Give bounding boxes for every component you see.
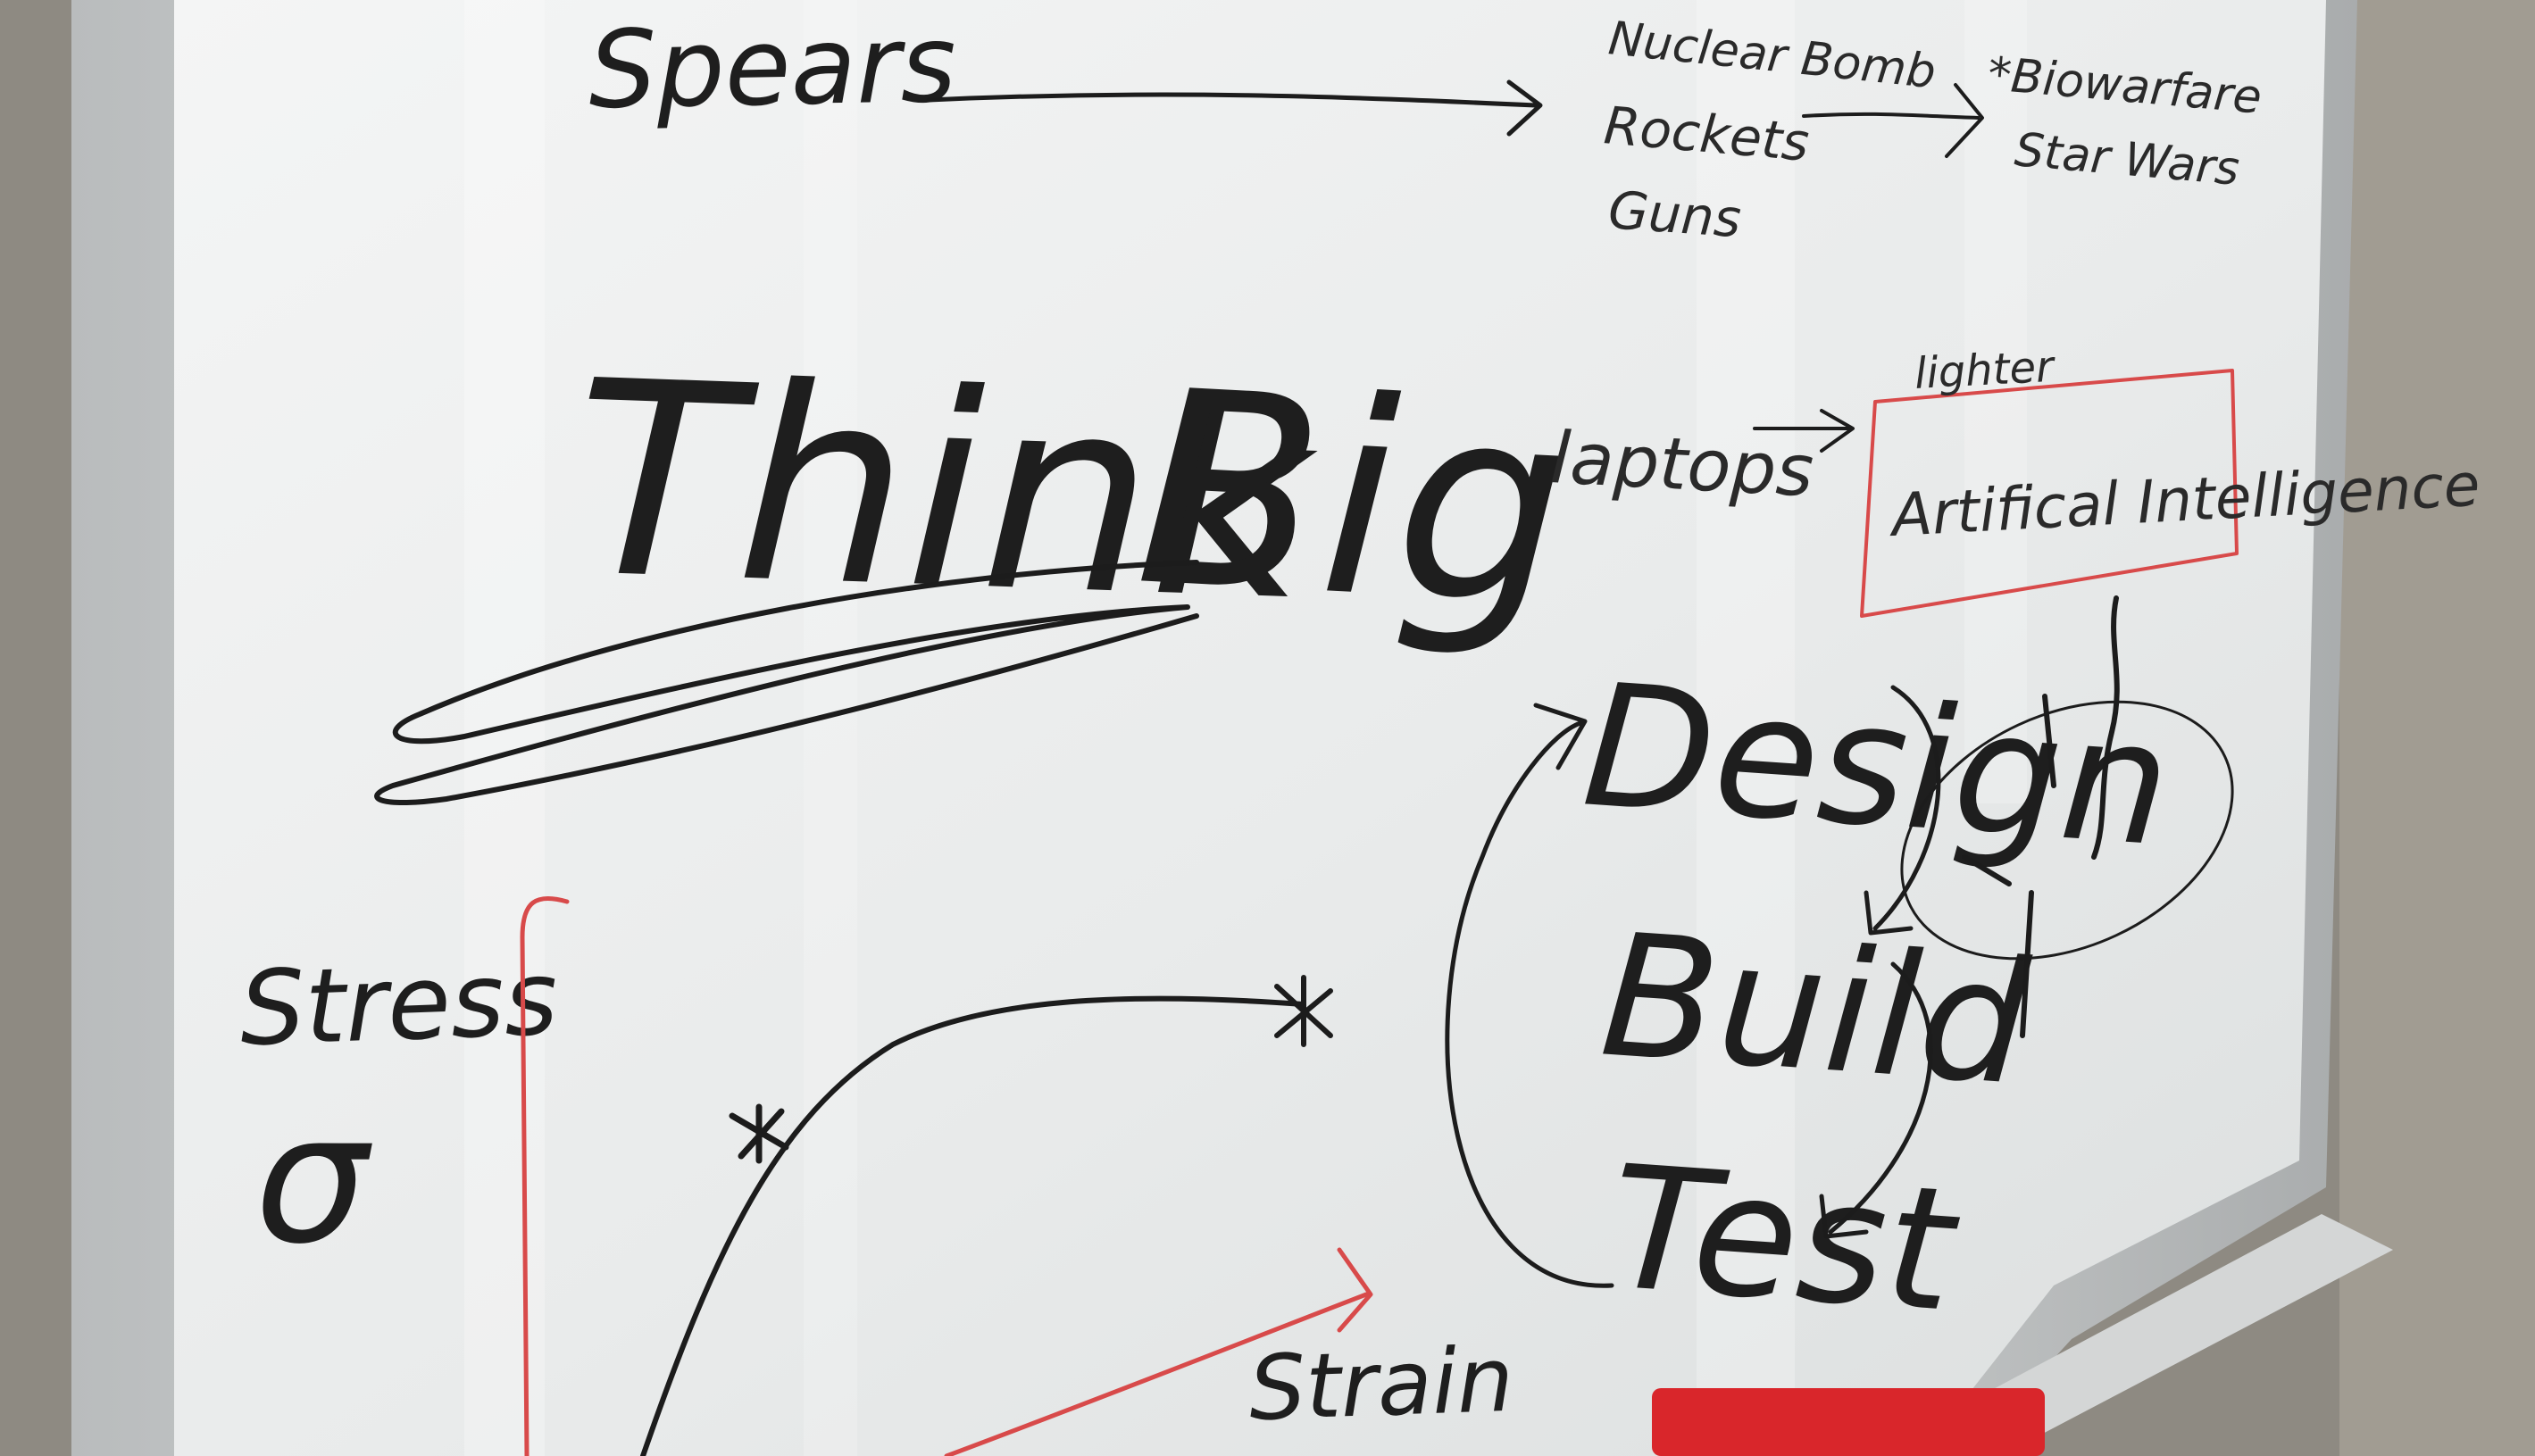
reflection-band [1964,0,2027,803]
ai-box [1860,369,2239,618]
oval-sketch-figure [1962,595,2120,1038]
reflection-band [1697,0,1795,1456]
think-text: Think [570,323,1325,661]
cycle-arrow-build-test [1819,961,1933,1239]
cycle-step: Design [1578,646,2176,884]
spears-arrow [926,79,1543,137]
stress-strain-curve [640,995,1306,1456]
think-big-scribble-underline [374,560,1199,805]
whiteboard-surface [174,0,2326,1456]
big-text: Big [1130,332,1574,666]
oval-sketch [1900,700,2234,961]
ai-box-annotation: lighter [1914,342,2058,399]
list-item: Guns [1606,179,1743,249]
laptops-text: laptops [1548,416,1815,512]
reflection-band [804,0,857,1456]
strain-label: Strain [1247,1327,1515,1441]
stress-symbol: σ [254,1076,372,1284]
cycle-step: Test [1605,1128,1965,1350]
yield-point-mark [729,1103,789,1164]
fracture-point-mark [1274,975,1333,1047]
eraser[interactable] [1652,1388,2045,1456]
stress-axis[interactable] [520,895,570,1456]
spears-text: Spears [588,3,957,133]
cycle-arrow-test-design [1445,703,1614,1288]
wall-right-shade [2339,0,2535,1456]
stress-label: Stress [238,939,559,1069]
strain-axis[interactable] [944,1247,1373,1456]
cycle-arrow-design-build [1864,685,1941,936]
laptops-arrow [1753,409,1855,453]
list-arrow [1802,83,1984,158]
cycle-step: Build [1596,896,2036,1123]
